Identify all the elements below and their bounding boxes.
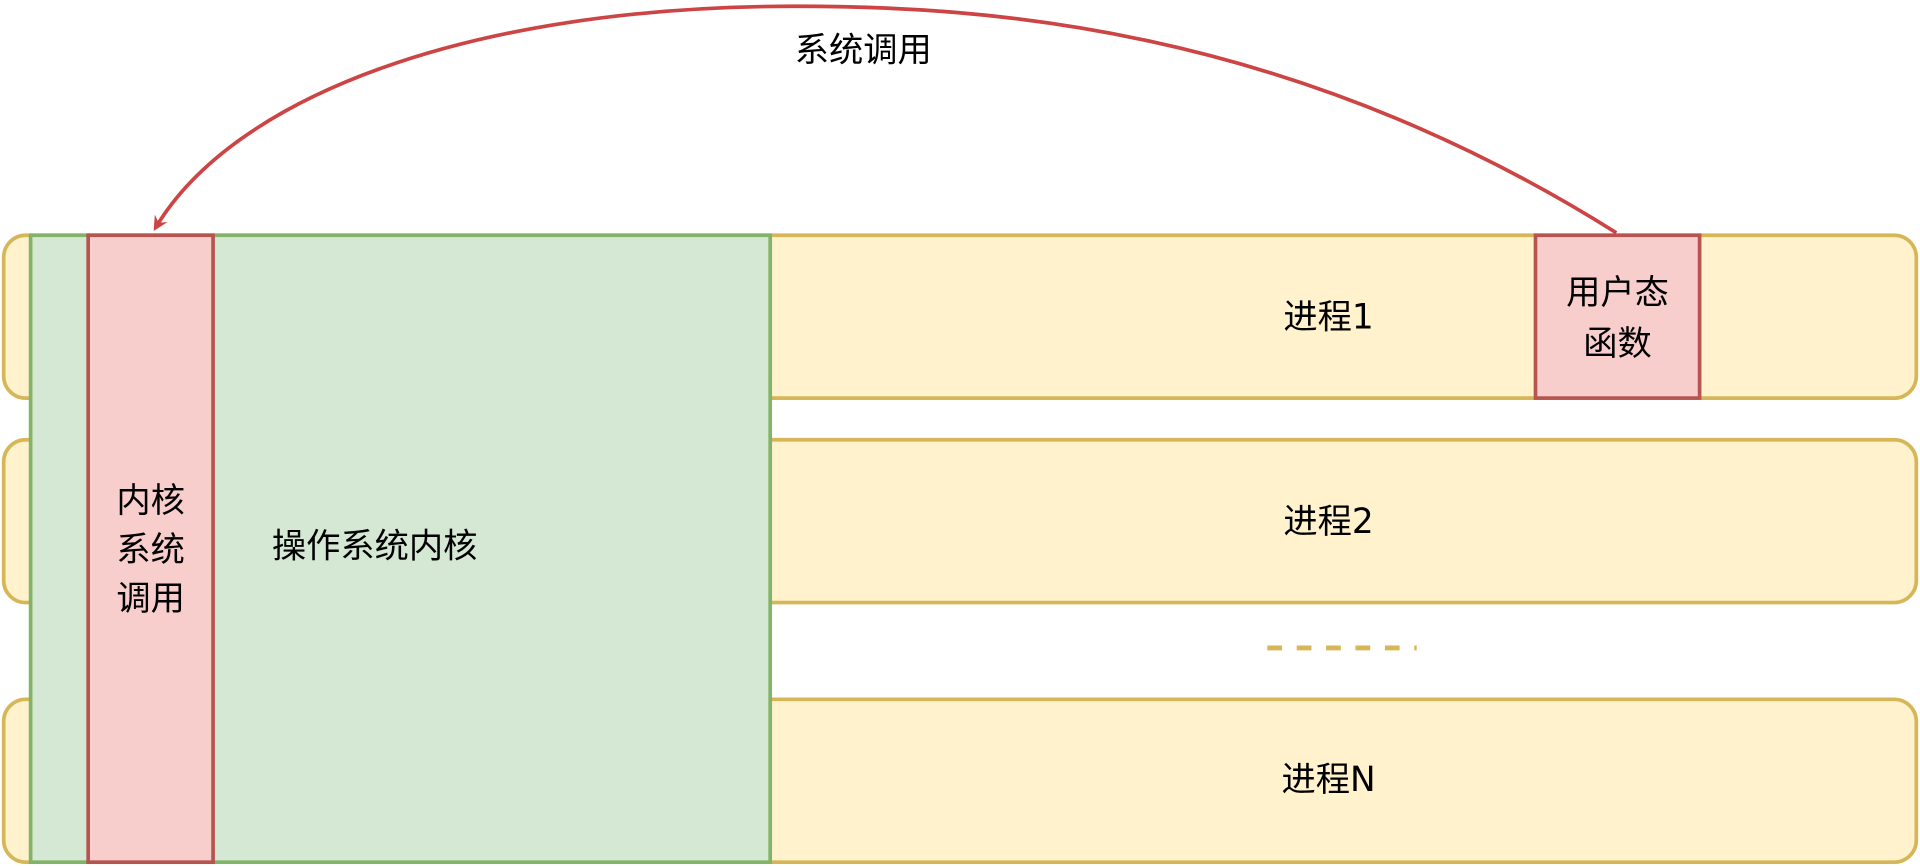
kernel-syscall-box: 内核 系统 调用 (86, 233, 215, 865)
process-2-label: 进程2 (1283, 502, 1373, 542)
process-1-label: 进程1 (1283, 297, 1373, 337)
syscall-line-2: 系统 (116, 530, 185, 570)
syscall-line-1: 内核 (116, 481, 185, 521)
kernel-label: 操作系统内核 (272, 526, 478, 566)
user-func-line-2: 函数 (1583, 324, 1652, 364)
arrow-label: 系统调用 (795, 30, 932, 70)
process-n-label: 进程N (1281, 760, 1375, 800)
syscall-arrow (153, 4, 1618, 235)
user-function-box: 用户态 函数 (1533, 233, 1702, 400)
syscall-line-3: 调用 (116, 579, 185, 619)
user-func-line-1: 用户态 (1566, 273, 1669, 313)
